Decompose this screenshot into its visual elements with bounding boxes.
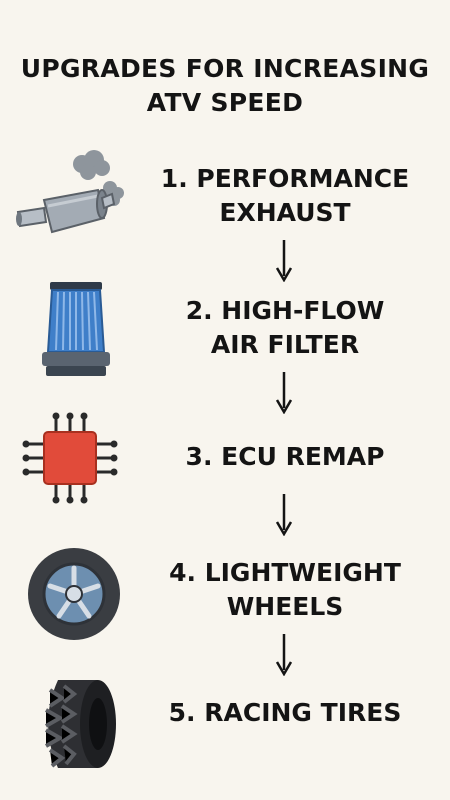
step-2-label-line-2: AIR FILTER <box>210 330 360 359</box>
step-4-label-line-1: 4. LIGHTWEIGHT <box>169 558 401 587</box>
exhaust-muffler-icon <box>14 148 126 240</box>
title-line-1: UPGRADES FOR INCREASING <box>20 54 430 83</box>
step-5-label-line-1: 5. RACING TIRES <box>168 698 402 727</box>
step-2-label: 2. HIGH-FLOW AIR FILTER <box>150 294 420 362</box>
title-line-2: ATV SPEED <box>146 88 304 117</box>
ecu-chip-icon <box>14 410 126 506</box>
flow-arrow-2 <box>275 372 293 414</box>
step-3-label-line-1: 3. ECU REMAP <box>185 442 385 471</box>
step-1-label-line-1: 1. PERFORMANCE <box>160 164 410 193</box>
page-title: UPGRADES FOR INCREASING ATV SPEED <box>0 52 450 120</box>
air-filter-icon <box>14 282 126 380</box>
step-3-label: 3. ECU REMAP <box>150 440 420 474</box>
wheel-icon <box>14 546 126 642</box>
step-2-label-line-1: 2. HIGH-FLOW <box>185 296 385 325</box>
tire-icon <box>14 676 126 772</box>
step-5-label: 5. RACING TIRES <box>150 696 420 730</box>
step-4-label-line-2: WHEELS <box>226 592 344 621</box>
step-1-label: 1. PERFORMANCE EXHAUST <box>150 162 420 230</box>
flow-arrow-3 <box>275 494 293 536</box>
flow-arrow-1 <box>275 240 293 282</box>
step-4-label: 4. LIGHTWEIGHT WHEELS <box>150 556 420 624</box>
step-1-label-line-2: EXHAUST <box>219 198 351 227</box>
flow-arrow-4 <box>275 634 293 676</box>
